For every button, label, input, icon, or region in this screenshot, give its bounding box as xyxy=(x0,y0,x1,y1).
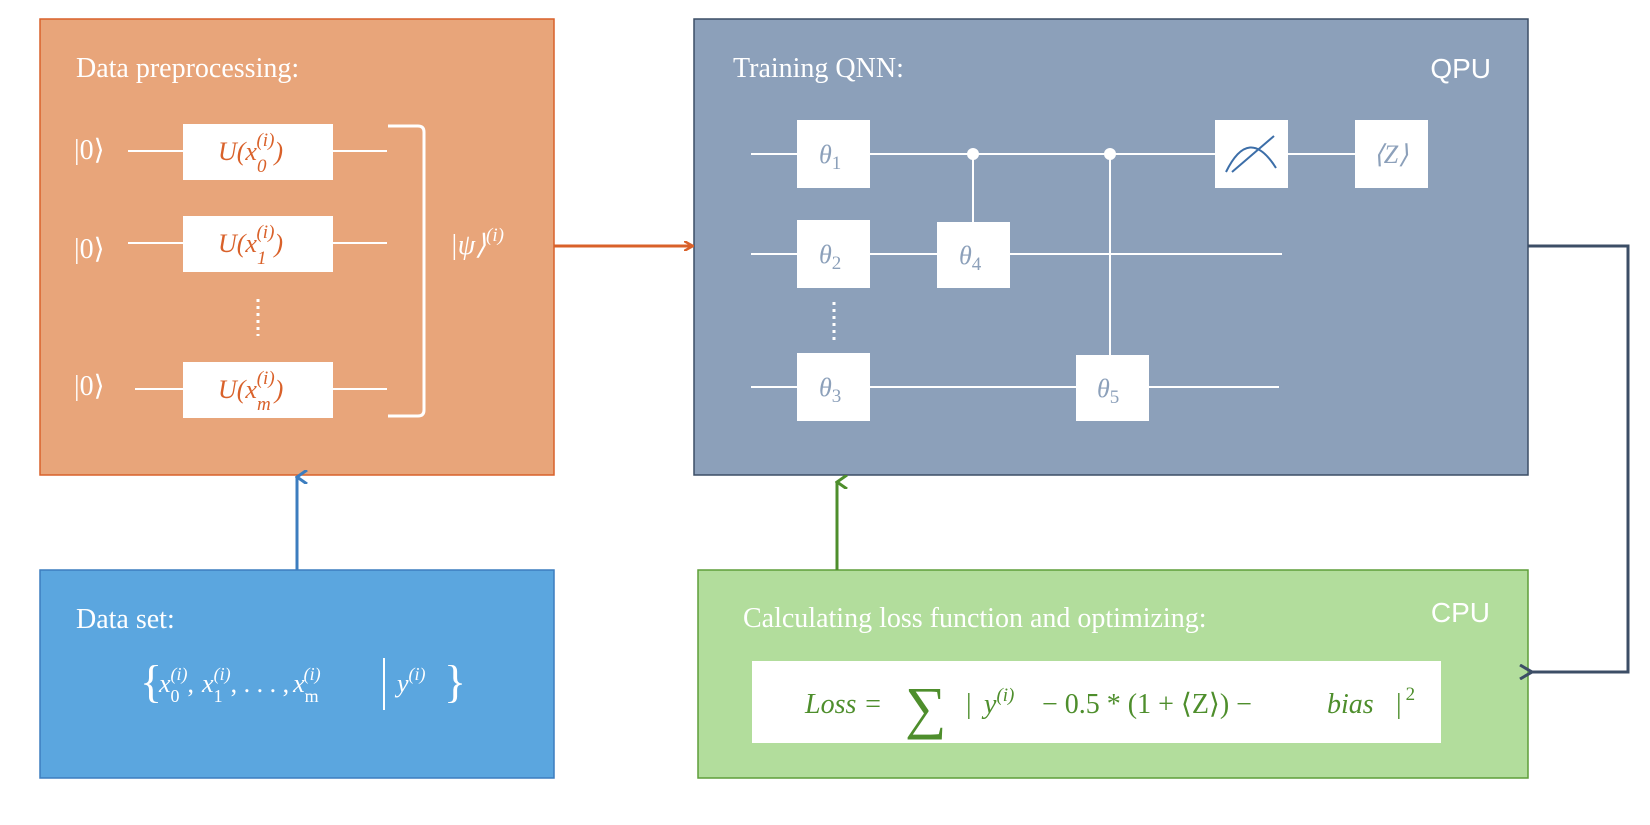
qnn-title: Training QNN: xyxy=(733,53,904,84)
ket-zero: |0⟩ xyxy=(74,135,105,166)
svg-text:x0(i),x1(i), . . . ,xm(i): x0(i),x1(i), . . . ,xm(i) xyxy=(158,664,321,706)
qpu-tag: QPU xyxy=(1430,53,1491,84)
svg-text:θ4: θ4 xyxy=(959,241,982,275)
cpu-title: Calculating loss function and optimizing… xyxy=(743,603,1207,634)
svg-text:U(x1(i)): U(x1(i)) xyxy=(218,222,283,269)
expectation-label: ⟨Z⟩ xyxy=(1374,140,1409,169)
control-dot xyxy=(967,148,979,160)
svg-text:{: { xyxy=(140,656,162,707)
cpu-panel: Calculating loss function and optimizing… xyxy=(697,569,1529,779)
svg-text:θ2: θ2 xyxy=(819,240,841,274)
controlled-gate xyxy=(1076,355,1149,421)
param-gate xyxy=(797,120,870,188)
ket-zero: |0⟩ xyxy=(74,234,105,265)
qnn-panel: Training QNN: QPU θ1 θ2 θ3 θ4 θ5 ⟨Z⟩ xyxy=(693,18,1529,476)
svg-text:}: } xyxy=(444,656,466,707)
dataset-formula: { x0(i),x1(i), . . . ,xm(i) y(i) } xyxy=(140,656,466,710)
controlled-gate xyxy=(937,222,1010,288)
svg-text:U(xm(i)): U(xm(i)) xyxy=(218,368,283,415)
encoding-gate xyxy=(183,362,333,418)
svg-text:Loss =: Loss = xyxy=(804,689,882,720)
svg-text:y(i): y(i) xyxy=(981,685,1014,720)
dataset-panel: Data set: { x0(i),x1(i), . . . ,xm(i) y(… xyxy=(39,569,555,779)
encoding-gate xyxy=(183,124,333,180)
preprocess-panel: Data preprocessing: |0⟩ U(x0(i)) |0⟩ U(x… xyxy=(39,18,555,476)
qubit-row-1: |0⟩ U(x1(i)) xyxy=(74,216,387,272)
ket-zero: |0⟩ xyxy=(74,371,105,402)
expectation-box xyxy=(1355,120,1428,188)
control-dot xyxy=(1104,148,1116,160)
encoding-gate xyxy=(183,216,333,272)
qubit-row-0: |0⟩ U(x0(i)) xyxy=(74,124,387,180)
svg-text:bias: bias xyxy=(1327,689,1374,720)
grouping-bracket xyxy=(388,124,426,418)
meter-icon xyxy=(1225,135,1277,173)
svg-text:U(x0(i)): U(x0(i)) xyxy=(218,130,283,177)
preprocess-title: Data preprocessing: xyxy=(76,53,299,84)
svg-text:∑: ∑ xyxy=(905,675,946,740)
encoded-state: |ψ⟩(i) xyxy=(450,225,504,261)
svg-text:|: | xyxy=(966,689,972,720)
param-gate xyxy=(797,353,870,421)
dataset-title: Data set: xyxy=(76,604,175,635)
loss-formula-box xyxy=(752,661,1441,743)
arrow-qnn-to-cpu xyxy=(1528,244,1630,672)
svg-text:θ5: θ5 xyxy=(1097,374,1119,408)
svg-text:|2: |2 xyxy=(1396,684,1415,720)
svg-text:θ1: θ1 xyxy=(819,140,841,174)
svg-text:θ3: θ3 xyxy=(819,373,841,407)
svg-text:y(i): y(i) xyxy=(394,664,426,698)
cpu-tag: CPU xyxy=(1431,597,1490,628)
svg-text:− 0.5 * (1 + ⟨Z⟩) −: − 0.5 * (1 + ⟨Z⟩) − xyxy=(1042,689,1252,720)
qubit-row-m: |0⟩ U(xm(i)) xyxy=(74,362,387,418)
param-gate xyxy=(797,220,870,288)
loss-formula: Loss = ∑ | y(i) − 0.5 * (1 + ⟨Z⟩) − bias… xyxy=(804,675,1415,740)
